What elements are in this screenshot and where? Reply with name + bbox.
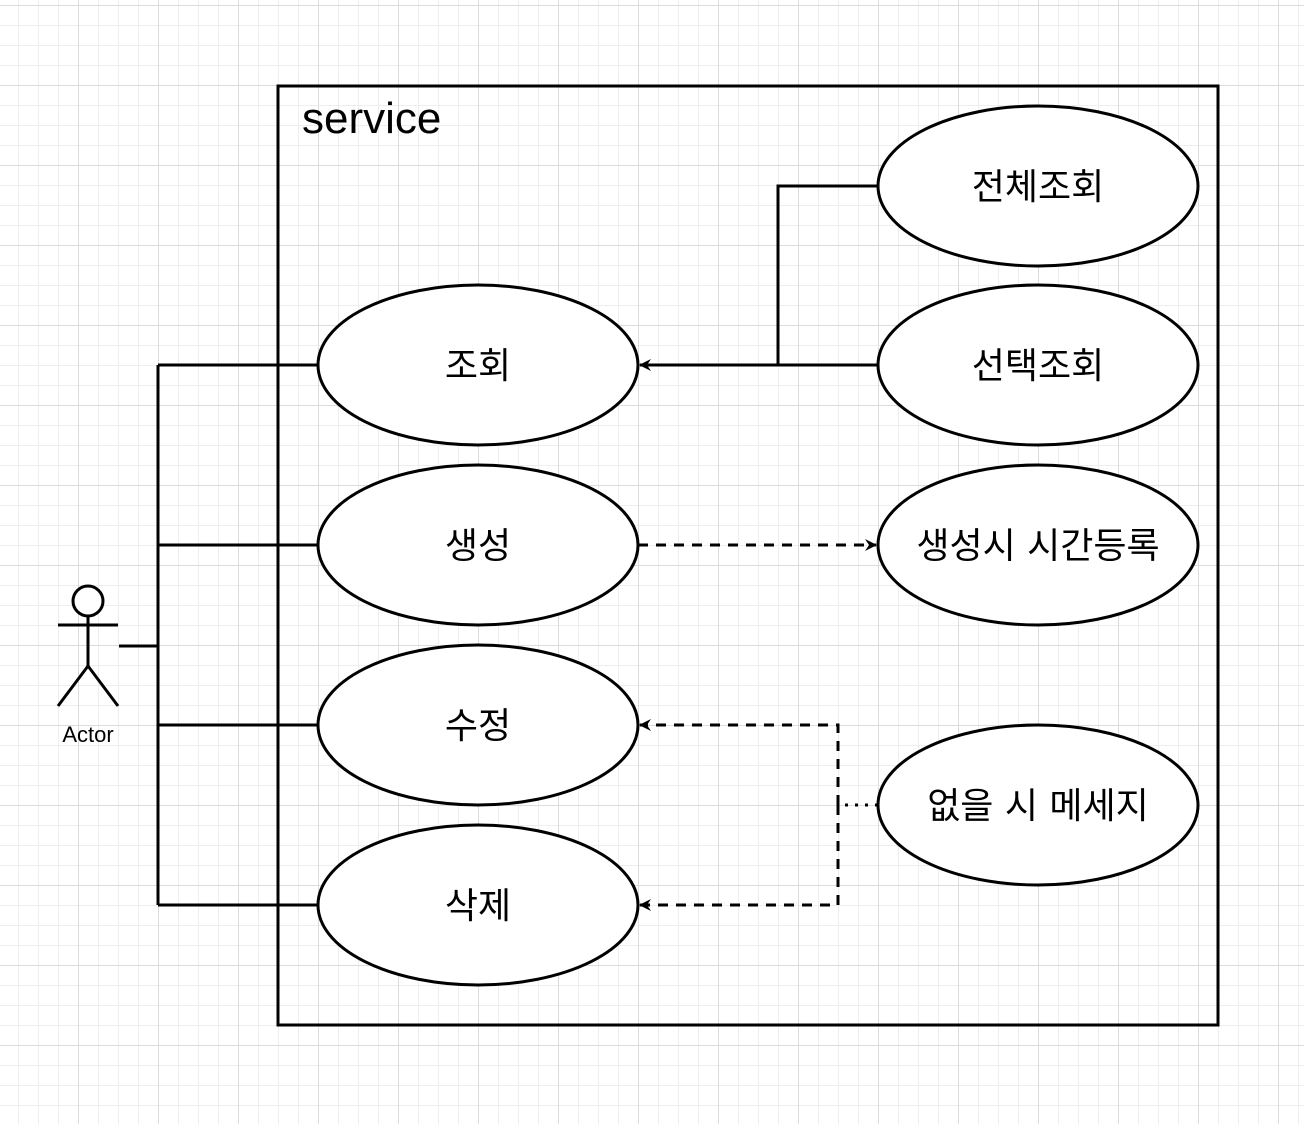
use-case-create-label: 생성	[445, 526, 511, 567]
boundary-title: service	[302, 94, 441, 143]
use-case-lookup-all-label: 전체조회	[972, 167, 1104, 208]
use-case-lookup-label: 조회	[445, 346, 511, 387]
extend-arrows	[639, 719, 878, 911]
generalization-connectors	[639, 184, 878, 371]
use-case-create-timestamp-label: 생성시 시간등록	[916, 526, 1159, 567]
use-case-lookup-selected-label: 선택조회	[972, 346, 1104, 387]
use-case-create-timestamp[interactable]: 생성시 시간등록	[876, 463, 1200, 627]
use-case-lookup-selected[interactable]: 선택조회	[876, 283, 1200, 447]
actor[interactable]	[56, 584, 120, 707]
actor-connectors	[119, 363, 318, 907]
use-case-not-found-message[interactable]: 없을 시 메세지	[876, 723, 1200, 887]
system-boundary[interactable]	[276, 84, 1220, 1027]
actor-label: Actor	[62, 722, 113, 747]
use-case-update-label: 수정	[445, 706, 511, 747]
use-case-delete[interactable]: 삭제	[316, 823, 640, 987]
use-case-delete-label: 삭제	[445, 886, 511, 927]
use-case-create[interactable]: 생성	[316, 463, 640, 627]
use-case-lookup-all[interactable]: 전체조회	[876, 104, 1200, 268]
use-case-update[interactable]: 수정	[316, 643, 640, 807]
use-case-lookup[interactable]: 조회	[316, 283, 640, 447]
use-case-not-found-message-label: 없을 시 메세지	[927, 786, 1149, 827]
